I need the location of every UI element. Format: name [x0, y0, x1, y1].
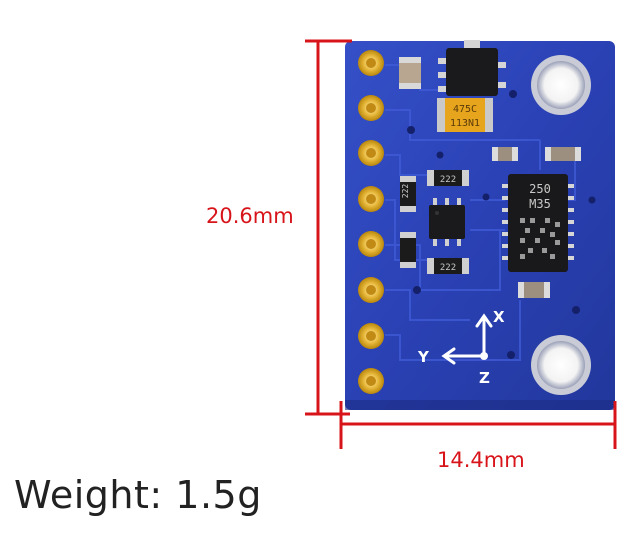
weight-caption: Weight: 1.5g [14, 473, 262, 517]
main-chip-marking-2: M35 [529, 197, 551, 211]
pin-pad [358, 95, 384, 121]
pin-pad [358, 50, 384, 76]
z-axis-dot [480, 352, 488, 360]
height-dimension-line [305, 39, 352, 416]
qr-code-marking [520, 218, 560, 259]
voltage-regulator-chip [438, 40, 506, 96]
accelerometer-chip: 250 M35 [502, 174, 574, 272]
pin-pad [358, 368, 384, 394]
capacitor-pair [492, 147, 581, 161]
pin-pad [358, 186, 384, 212]
width-dimension-line [339, 401, 617, 449]
tantalum-capacitor: 475C 113N1 [437, 98, 493, 132]
width-dimension-label: 14.4mm [437, 448, 525, 472]
main-chip-marking-1: 250 [529, 182, 551, 196]
resistor-top: 222 [427, 170, 469, 186]
mounting-hole-bottom [531, 335, 591, 395]
pin-pad [358, 323, 384, 349]
pin-header [358, 50, 384, 394]
capacitor-small [399, 57, 421, 89]
capacitor-bottom [518, 282, 550, 298]
resistor-left-marking: 222 [401, 184, 410, 199]
pin-pad [358, 140, 384, 166]
resistor-bottom: 222 [427, 258, 469, 274]
resistor-left-top: 222 [400, 176, 416, 212]
axis-x-label: X [493, 308, 505, 326]
axis-y-label: Y [417, 348, 430, 366]
resistor-top-marking: 222 [440, 175, 456, 185]
axis-z-label: Z [479, 369, 490, 387]
axis-indicator [441, 313, 493, 365]
pin-pad [358, 231, 384, 257]
height-dimension-label: 20.6mm [206, 204, 294, 228]
tantalum-cap-marking-1: 475C [453, 104, 477, 115]
tantalum-cap-marking-2: 113N1 [450, 118, 480, 129]
mounting-hole-top [531, 55, 591, 115]
resistor-left-bottom [400, 232, 416, 268]
resistor-bottom-marking: 222 [440, 263, 456, 273]
pin-pad [358, 277, 384, 303]
pcb-vias [407, 90, 596, 359]
level-shifter-chip [429, 198, 465, 246]
